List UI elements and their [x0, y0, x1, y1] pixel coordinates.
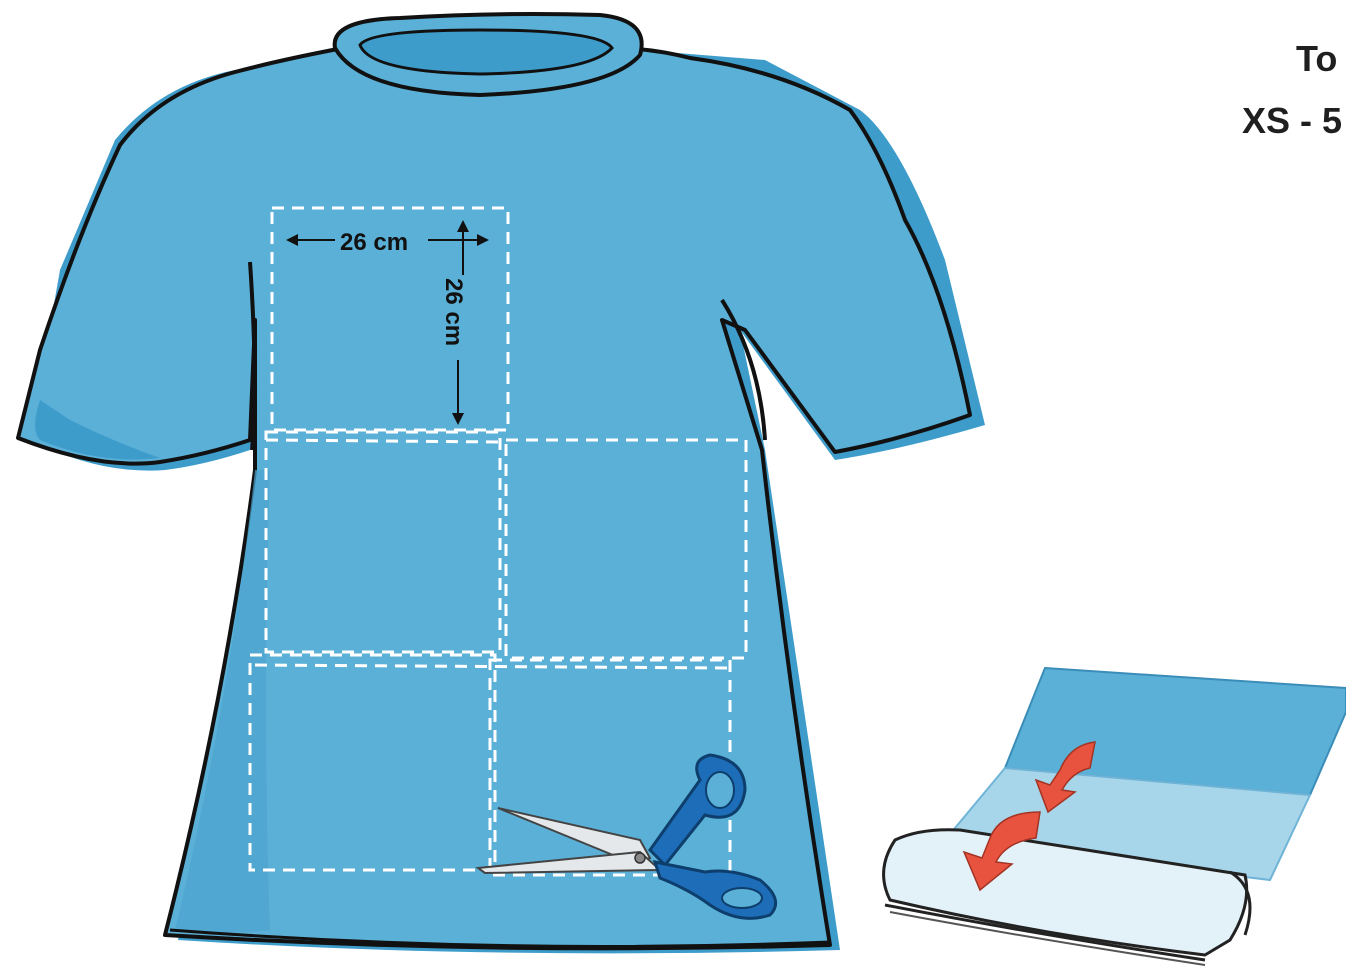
- caption-line-1: To: [1296, 38, 1337, 80]
- caption-line-2: XS - 5: [1242, 100, 1342, 142]
- height-label: 26 cm: [440, 278, 467, 346]
- width-label: 26 cm: [340, 229, 408, 256]
- scissors-ring-bottom: [722, 888, 762, 908]
- scissors-pivot: [635, 853, 645, 863]
- scissors-ring-top: [706, 772, 734, 808]
- folded-cloth: [884, 668, 1346, 965]
